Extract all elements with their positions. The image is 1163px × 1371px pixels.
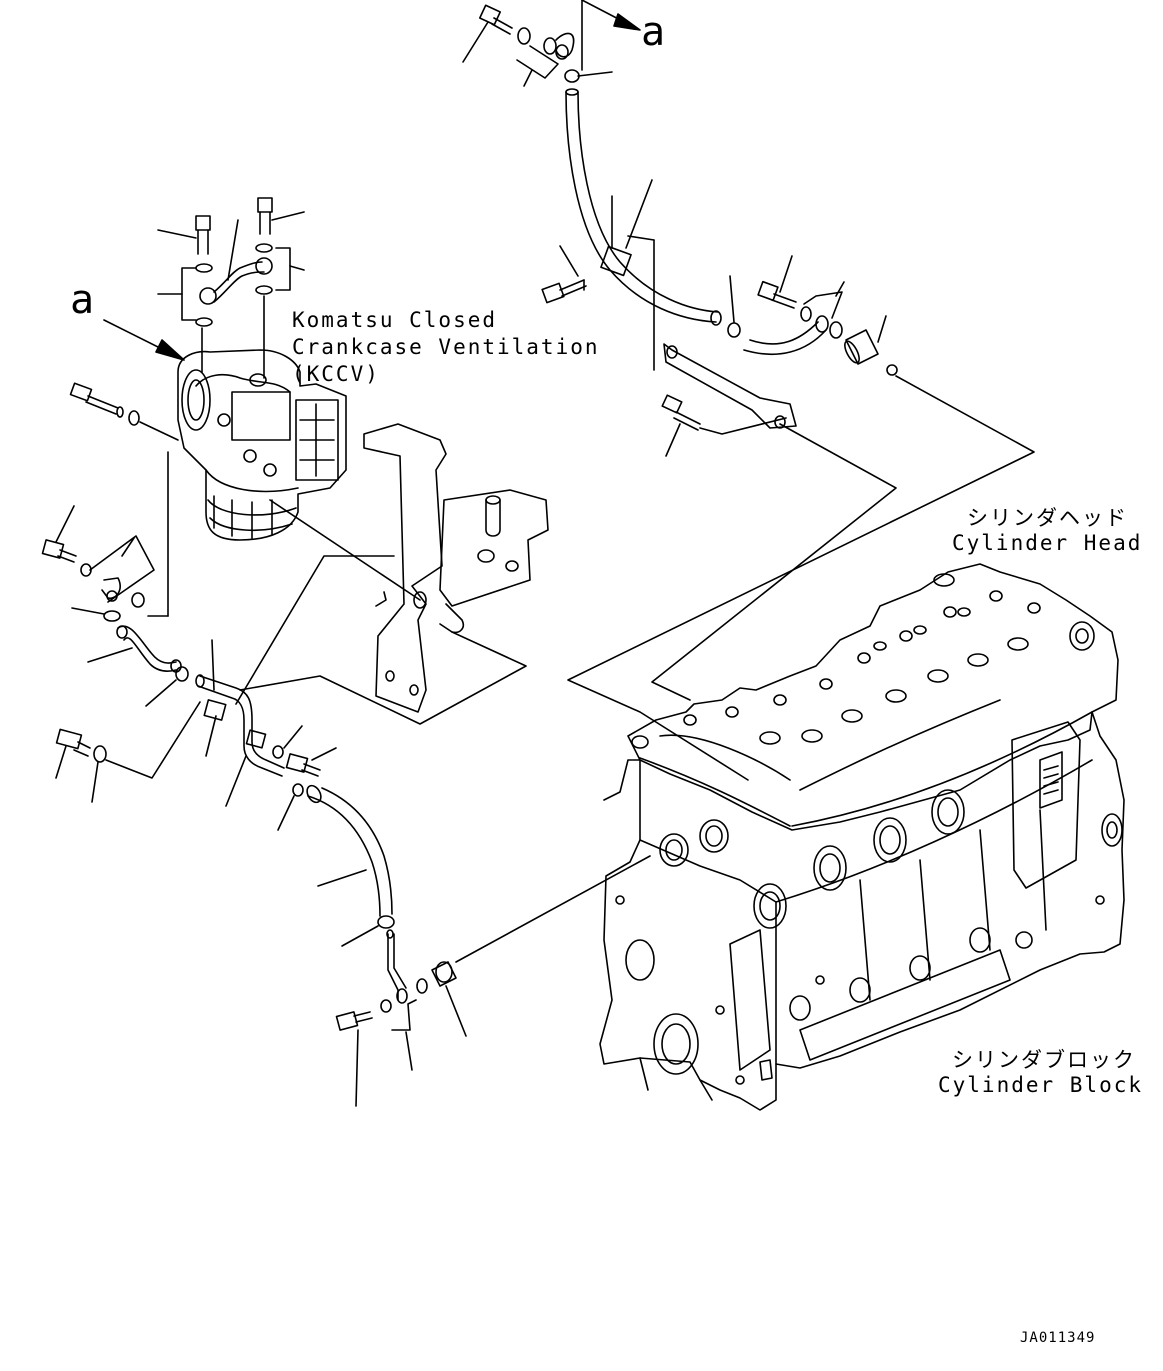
kccv-label-line2: Crankcase Ventilation	[292, 335, 600, 359]
breather-hose-upper	[565, 88, 722, 326]
top-banjo-bolt	[462, 4, 613, 87]
kccv-bracket	[363, 423, 549, 713]
dipstick-tube	[195, 639, 337, 807]
left-fitting-group	[41, 505, 189, 707]
kccv-label-line1: Komatsu Closed	[292, 308, 498, 332]
kccv-top-bolts	[157, 197, 305, 379]
breather-hose-lower	[277, 783, 651, 1037]
view-marker-left: a	[70, 277, 95, 323]
view-a-arrow-left	[103, 319, 185, 361]
view-marker-top: a	[641, 9, 666, 55]
kccv-to-bracket-leader	[269, 499, 421, 601]
cylinder-block-label-en: Cylinder Block	[938, 1073, 1144, 1097]
cylinder-head-label-en: Cylinder Head	[952, 531, 1143, 555]
kccv-unit	[177, 349, 347, 541]
leader-lines-head	[567, 375, 1035, 781]
kccv-label-line3: (KCCV)	[292, 362, 380, 386]
left-plug	[55, 701, 201, 803]
hose-clamp-bolt-upper	[541, 245, 741, 338]
drawing-code: JA011349	[1020, 1330, 1096, 1346]
bracket-upper	[627, 235, 797, 457]
upper-right-fittings	[743, 255, 898, 376]
bracket-leader-lines	[235, 555, 527, 725]
lower-bolt-group	[335, 999, 417, 1107]
view-a-arrow	[581, 0, 641, 71]
cylinder-head-label-jp: シリンダヘッド	[967, 506, 1128, 530]
engine-cylinder-head	[627, 563, 1119, 831]
cylinder-block-label-jp: シリンダブロック	[952, 1048, 1136, 1072]
kccv-mount-bolt	[69, 382, 179, 617]
engine-cylinder-block	[599, 711, 1125, 1111]
